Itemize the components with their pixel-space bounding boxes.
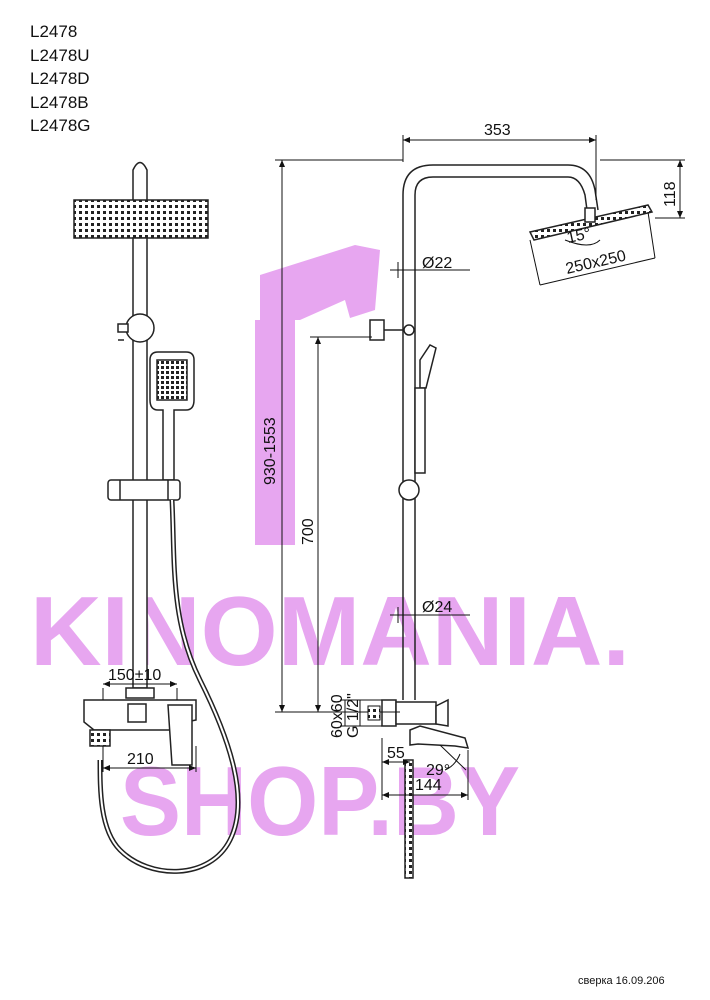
height-range-label: 930-1553 — [262, 417, 279, 485]
model-code: L2478D — [30, 69, 90, 88]
model-code: L2478B — [30, 92, 89, 112]
watermark-faucet-logo — [255, 245, 380, 545]
slider-holder — [107, 479, 181, 501]
model-code: L2478G — [30, 116, 91, 135]
riser-diameter-label: Ø24 — [422, 599, 452, 616]
wall-bracket — [125, 313, 155, 343]
top-width-label: 353 — [484, 122, 511, 139]
model-code: L2478 — [30, 22, 78, 41]
model-list: L2478 L2478U L2478D L2478B L2478G — [30, 20, 91, 138]
front-view — [73, 161, 241, 874]
thread-label: G 1/2" — [345, 693, 362, 738]
side-hand-shower — [419, 344, 437, 389]
overhead-shower-head — [73, 199, 209, 239]
pipe-diameter-label: Ø22 — [422, 255, 452, 272]
spout-offset-label: 55 — [387, 745, 405, 762]
model-code: L2478U — [30, 45, 90, 65]
escutcheon-label: 60x60 — [329, 694, 346, 738]
mixer-width-label: 210 — [127, 751, 154, 768]
side-spout — [409, 725, 470, 749]
spout-angle-label: 29° — [426, 762, 450, 779]
revision-note: сверка 16.09.206 — [578, 975, 665, 987]
head-angle-label: 15° — [565, 225, 592, 247]
side-slider — [398, 479, 420, 501]
side-mixer-body — [395, 701, 437, 725]
side-view — [369, 164, 654, 879]
right-dimensions — [275, 135, 685, 800]
spout-length-label: 144 — [415, 777, 442, 794]
mixer-height-label: 700 — [300, 518, 317, 545]
head-size-label: 250x250 — [564, 248, 628, 278]
mount-spacing-label: 150±10 — [108, 667, 161, 684]
mixer-lever — [167, 704, 193, 766]
head-height-label: 118 — [662, 181, 679, 207]
riser-pipe — [132, 237, 148, 689]
left-dimensions — [102, 681, 197, 772]
side-mixer-mount — [381, 699, 397, 727]
side-wall-bracket — [369, 319, 385, 341]
watermark-line-1: KINOMANIA. — [30, 576, 630, 686]
